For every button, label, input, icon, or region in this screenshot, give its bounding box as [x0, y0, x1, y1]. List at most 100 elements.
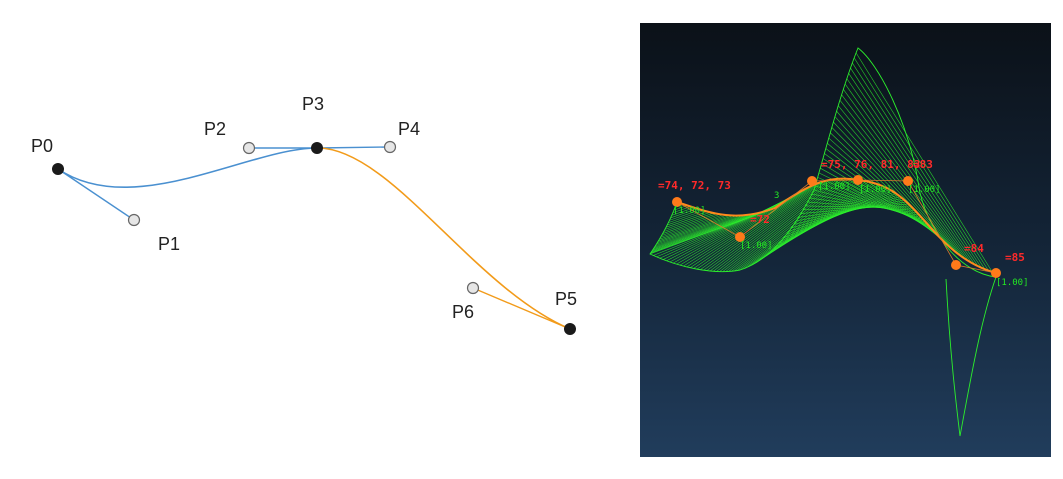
point-label-p6: P6	[452, 302, 474, 322]
curvature-comb	[649, 52, 993, 273]
handle-line-p0-p1	[57, 168, 135, 221]
comb-tooth	[855, 52, 993, 273]
point-value-label: =84	[964, 242, 984, 255]
comb-tooth	[652, 212, 759, 251]
comb-tooth	[793, 197, 903, 225]
comb-tooth	[833, 121, 953, 250]
control-point-p6[interactable]	[466, 281, 480, 295]
handle-line-p3-p4	[316, 146, 391, 149]
comb-tooth	[853, 57, 989, 271]
comb-tooth	[671, 207, 695, 216]
comb-tooth	[844, 83, 973, 264]
comb-tooth	[852, 62, 986, 270]
weight-label: [1.00]	[740, 241, 773, 251]
comb-tooth	[825, 148, 941, 239]
comb-tooth	[673, 192, 799, 264]
control-point-p2[interactable]	[242, 141, 256, 155]
comb-tooth	[660, 214, 727, 238]
comb-tooth	[655, 215, 744, 246]
anchor-point-p3[interactable]	[311, 142, 323, 154]
comb-tooth	[843, 89, 969, 262]
spline-point[interactable]	[903, 176, 913, 186]
comb-tooth	[668, 210, 704, 223]
comb-tooth	[739, 179, 859, 271]
spline-point[interactable]	[951, 260, 961, 270]
comb-tooth	[822, 158, 937, 234]
comb-tooth	[841, 94, 967, 260]
comb-tooth	[670, 208, 698, 219]
comb-tooth	[709, 179, 831, 272]
comb-tooth	[737, 179, 856, 271]
weight-label: [1.00]	[859, 185, 892, 195]
comb-tooth	[689, 184, 814, 268]
comb-tooth	[719, 178, 839, 272]
spline-point[interactable]	[735, 232, 745, 242]
comb-tooth	[798, 201, 907, 218]
comb-tooth	[656, 215, 741, 245]
point-value-label: =85	[1005, 251, 1025, 264]
point-label-p0: P0	[31, 136, 53, 156]
comb-tooth	[827, 143, 943, 241]
comb-tooth	[725, 178, 844, 272]
comb-tooth	[664, 212, 714, 230]
comb-tooth	[654, 214, 748, 248]
segment-index-label: 3	[774, 191, 779, 201]
comb-tooth	[652, 213, 755, 250]
anchor-point-p5[interactable]	[564, 323, 576, 335]
point-value-label: =72	[750, 213, 770, 226]
spline-point[interactable]	[853, 175, 863, 185]
comb-tooth	[846, 78, 976, 265]
point-label-p2: P2	[204, 119, 226, 139]
comb-tooth	[828, 137, 946, 243]
comb-tooth	[749, 180, 867, 267]
comb-tooth	[713, 179, 833, 272]
point-label-p4: P4	[398, 119, 420, 139]
comb-tooth	[839, 100, 964, 258]
comb-envelope-1	[649, 47, 997, 437]
control-point-p1[interactable]	[127, 213, 141, 227]
comb-tooth	[796, 199, 905, 222]
point-value-label: =75, 76, 81, 83	[821, 158, 920, 171]
comb-tooth	[662, 213, 721, 234]
comb-tooth	[824, 153, 939, 237]
comb-tooth	[706, 180, 828, 271]
comb-tooth	[703, 180, 825, 271]
weight-label: [1.00]	[908, 185, 941, 195]
comb-tooth	[663, 213, 717, 232]
comb-tooth	[653, 214, 752, 249]
handle-line-p6-p5	[472, 287, 571, 330]
comb-tooth	[651, 211, 763, 252]
comb-tooth	[657, 215, 737, 243]
comb-tooth	[716, 178, 836, 272]
comb-tooth	[693, 183, 817, 269]
comb-tooth	[669, 193, 796, 263]
curve-segment-1	[57, 147, 318, 189]
control-point-p4[interactable]	[383, 140, 397, 154]
comb-tooth	[836, 110, 958, 254]
comb-tooth	[722, 178, 842, 272]
comb-tooth	[767, 185, 882, 255]
comb-tooth	[848, 73, 979, 267]
point-value-label: =83	[913, 158, 933, 171]
spline-point[interactable]	[672, 197, 682, 207]
comb-tooth	[661, 214, 724, 236]
comb-tooth	[696, 182, 820, 270]
curve-segment-2	[316, 147, 571, 330]
spline-point[interactable]	[807, 176, 817, 186]
bezier-diagram: P0 P1 P2 P3 P4 P5 P6	[31, 94, 577, 335]
comb-tooth	[728, 178, 847, 272]
point-label-p1: P1	[158, 234, 180, 254]
comb-tooth	[850, 67, 982, 269]
spline-point[interactable]	[991, 268, 1001, 278]
comb-tooth	[666, 212, 711, 228]
point-label-p3: P3	[302, 94, 324, 114]
anchor-point-p0[interactable]	[52, 163, 64, 175]
point-label-p5: P5	[555, 289, 577, 309]
point-value-label: =74, 72, 73	[658, 179, 731, 192]
curvature-comb-panel: =74, 72, 73 =72 =75, 76, 81, 83 =83 =84 …	[640, 23, 1051, 457]
weight-label: [1.00]	[996, 278, 1029, 288]
comb-tooth	[669, 209, 701, 221]
comb-tooth	[686, 185, 811, 268]
weight-label: [1.00]	[818, 182, 851, 192]
weight-label: [1.00]	[673, 206, 706, 216]
